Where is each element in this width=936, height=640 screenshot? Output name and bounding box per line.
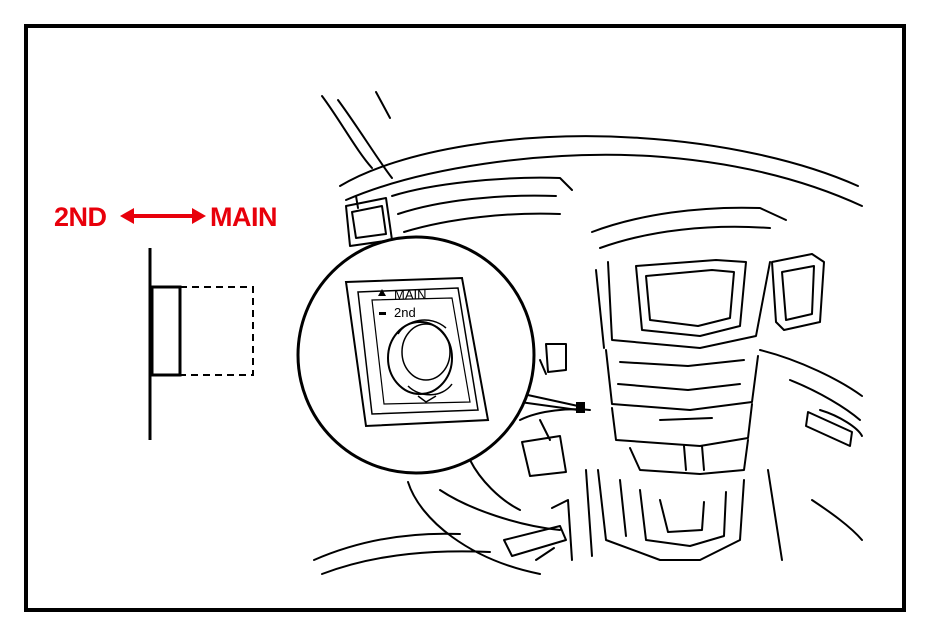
dashboard-drawing bbox=[313, 91, 863, 575]
magnified-switch-callout: MAIN 2nd bbox=[296, 235, 536, 475]
switch-body-main-dashed bbox=[180, 286, 254, 376]
switch-label-main: MAIN bbox=[394, 287, 427, 302]
switch-label-2nd: 2nd bbox=[394, 305, 416, 320]
switch-location-marker bbox=[576, 402, 585, 413]
label-main: MAIN bbox=[210, 202, 278, 232]
selector-knob bbox=[387, 321, 453, 395]
double-arrow-icon bbox=[120, 208, 206, 224]
label-2nd: 2ND bbox=[54, 202, 107, 232]
switch-body-2nd bbox=[150, 285, 182, 377]
2nd-position-mark-icon bbox=[379, 312, 386, 315]
main-position-mark-icon bbox=[378, 289, 386, 296]
switch-position-indicator bbox=[148, 248, 254, 440]
